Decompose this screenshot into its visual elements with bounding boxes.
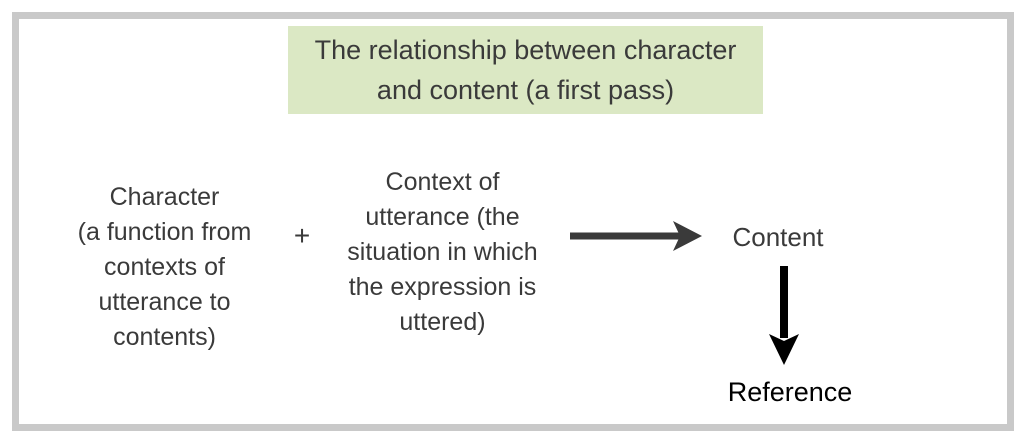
character-block-line: Character (109, 183, 220, 211)
character-block-line: (a function from (77, 218, 252, 246)
right-arrow-icon (570, 221, 702, 251)
down-arrow-icon (769, 266, 799, 365)
character-block-line: contents) (113, 323, 216, 351)
character-block: Character (a function from contexts of u… (52, 180, 277, 355)
title-line: and content (a first pass) (376, 75, 675, 105)
context-block-line: uttered) (399, 308, 486, 336)
context-block-line: Context of (385, 168, 500, 196)
context-block-line: utterance (the (365, 203, 520, 231)
title-box: The relationship between character and c… (288, 26, 763, 114)
title-line: The relationship between character (314, 35, 737, 65)
character-block-line: contexts of (104, 253, 225, 281)
context-block-line: the expression is (348, 273, 537, 301)
content-label: Content (732, 222, 824, 252)
plus-sign: + (293, 220, 311, 251)
context-of-utterance-block: Context of utterance (the situation in w… (325, 165, 560, 340)
context-block-line: situation in which (347, 238, 538, 266)
reference-label: Reference (727, 377, 853, 407)
character-block-line: utterance to (98, 288, 231, 316)
